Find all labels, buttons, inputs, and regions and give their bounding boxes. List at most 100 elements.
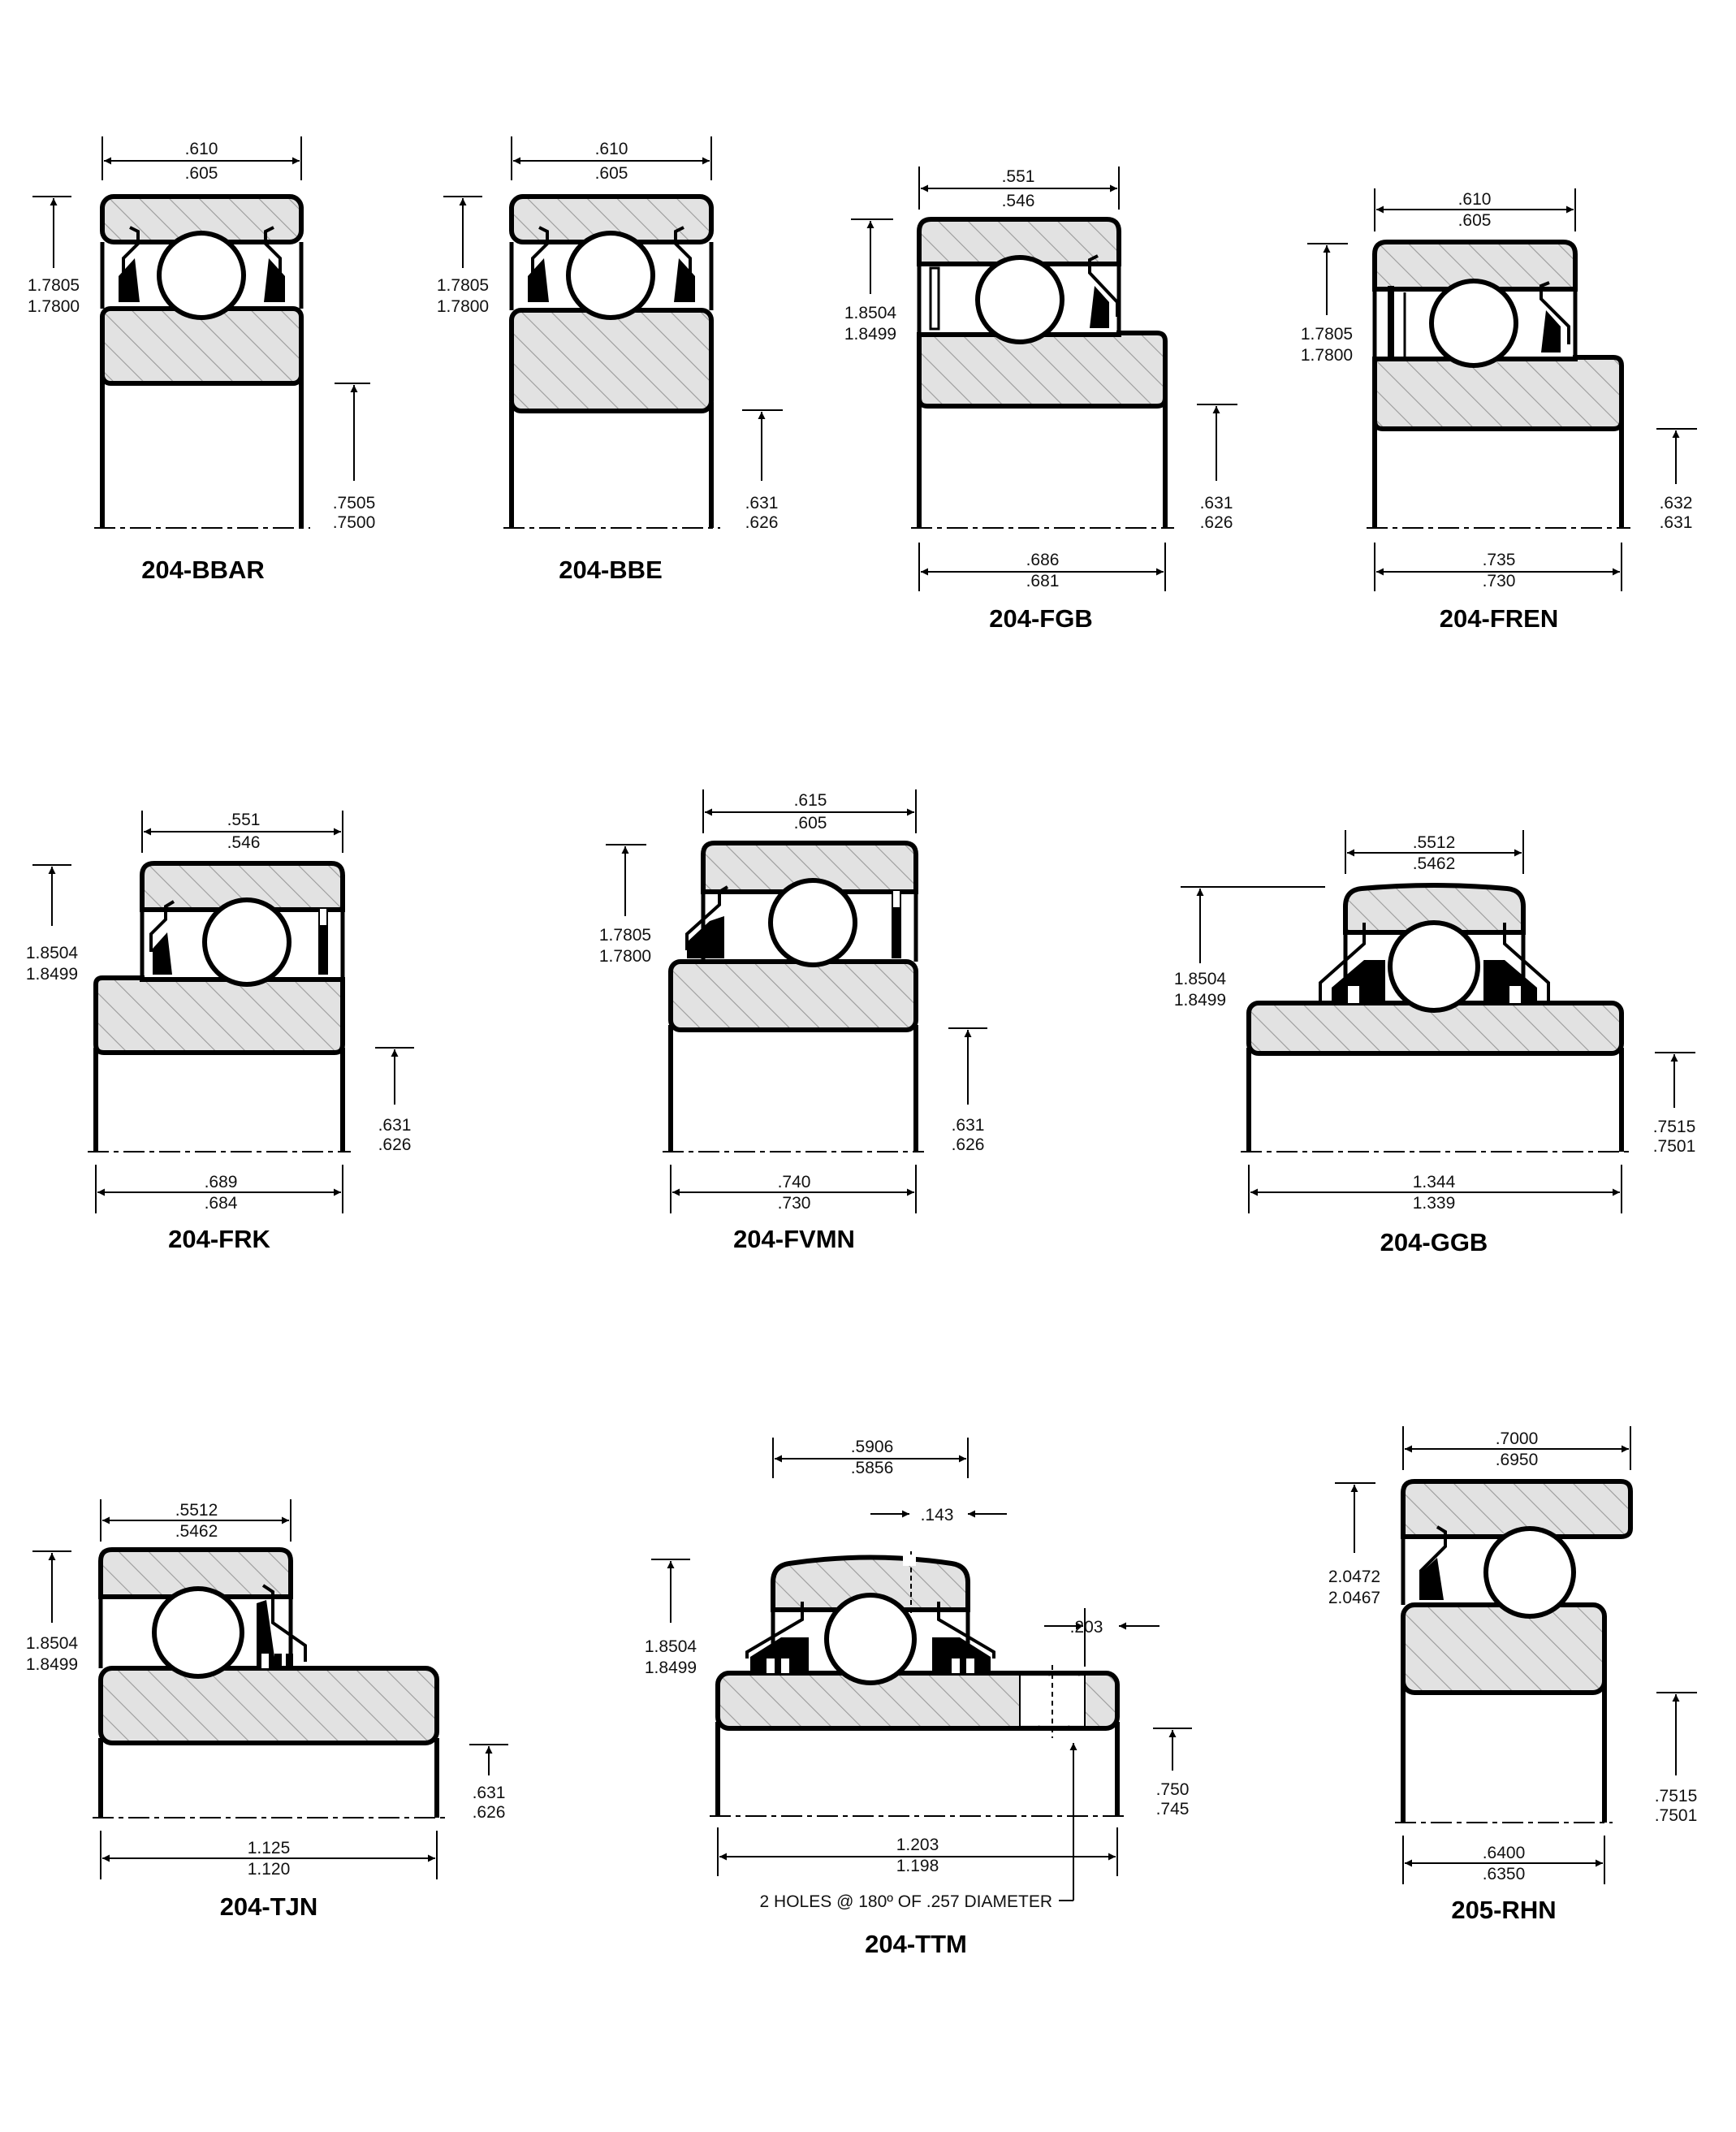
hole-note: 2 HOLES @ 180º OF .257 DIAMETER (760, 1743, 1077, 1911)
bearing-204-ttm: .5906 .5856 .143 .203 1.8504 1.8499 .750… (645, 1438, 1192, 1958)
inner-width-dimension: .6400 .6350 (1402, 1836, 1605, 1884)
bore-min: .626 (745, 513, 779, 532)
inner-width-dimension: .686 .681 (918, 543, 1166, 591)
part-number: 204-TTM (865, 1930, 967, 1958)
bore-dimension: .631 .626 (948, 1027, 987, 1154)
od-min: 1.7800 (599, 947, 651, 966)
cross-section (94, 194, 310, 529)
cross-section (503, 194, 720, 529)
bearing-204-tjn: .5512 .5462 1.8504 1.8499 .631 .626 1.12… (26, 1499, 508, 1921)
width-dimension: .551 .546 (141, 811, 343, 853)
od-dimension: 1.7805 1.7800 (1301, 243, 1353, 365)
inner-width-min: .6350 (1483, 1865, 1526, 1883)
bore-dimension: .7515 .7501 (1653, 1052, 1696, 1156)
bore-dimension: .631 .626 (1197, 404, 1237, 532)
part-number: 204-BBAR (141, 556, 265, 584)
od-max: 1.8504 (1174, 970, 1227, 988)
bore-min: .626 (473, 1803, 506, 1822)
od-max: 1.8504 (844, 304, 897, 322)
cross-section (911, 217, 1174, 529)
inner-width-dimension: 1.344 1.339 (1248, 1165, 1622, 1213)
inner-width-dimension: .740 .730 (670, 1165, 917, 1213)
inner-width-max: .735 (1483, 551, 1516, 569)
part-number: 204-FVMN (733, 1225, 855, 1253)
bearing-204-frk: .551 .546 1.8504 1.8499 .631 .626 .689 .… (26, 811, 414, 1253)
width-dimension: .5512 .5462 (100, 1499, 291, 1542)
od-min: 2.0467 (1328, 1589, 1380, 1607)
bore-min: .745 (1156, 1800, 1190, 1818)
bore-max: .632 (1660, 494, 1693, 512)
cross-section (1367, 240, 1630, 529)
bore-max: .631 (952, 1116, 985, 1135)
bearing-204-fvmn: .615 .605 1.7805 1.7800 .631 .626 .740 .… (599, 789, 987, 1253)
bearing-204-fren: .610 .605 1.7805 1.7800 .632 .631 .735 .… (1301, 188, 1697, 633)
part-number: 205-RHN (1451, 1896, 1556, 1924)
width-min: .5856 (851, 1459, 894, 1477)
width-min: .5462 (175, 1522, 218, 1541)
width-dimension: .610 .605 (101, 136, 302, 183)
od-dimension: 1.8504 1.8499 (645, 1559, 697, 1677)
width-min: .605 (595, 164, 628, 183)
width-max: .5512 (175, 1501, 218, 1520)
cross-section (710, 1551, 1125, 1817)
width-dimension: .551 .546 (918, 166, 1120, 210)
width-dimension: .610 .605 (1374, 188, 1576, 231)
width-max: .5906 (851, 1438, 894, 1456)
part-number: 204-GGB (1380, 1228, 1488, 1256)
od-min: 1.8499 (645, 1658, 697, 1677)
inner-width-dimension: .689 .684 (95, 1165, 343, 1213)
bore-dimension: .632 .631 (1656, 428, 1697, 532)
bore-max: .7515 (1653, 1118, 1696, 1136)
bore-min: .7501 (1655, 1806, 1698, 1825)
width-min: .546 (1002, 192, 1035, 210)
od-max: 1.7805 (437, 276, 489, 295)
cross-section (1395, 1479, 1633, 1823)
inner-width-min: 1.198 (896, 1857, 939, 1875)
inner-width-min: .730 (1483, 572, 1516, 590)
cross-section (93, 1547, 445, 1818)
bore-max: .631 (473, 1784, 506, 1802)
od-max: 1.8504 (26, 1634, 79, 1653)
bore-dimension: .631 .626 (375, 1047, 414, 1154)
width-min: .546 (227, 833, 261, 852)
od-min: 1.8499 (26, 1655, 78, 1674)
od-dimension: 1.7805 1.7800 (28, 196, 80, 316)
width-max: .610 (1458, 190, 1492, 209)
bore-min: .631 (1660, 513, 1693, 532)
width-min: .605 (185, 164, 218, 183)
bore-min: .626 (1200, 513, 1233, 532)
inner-width-min: .681 (1026, 572, 1060, 590)
inner-width-min: .730 (778, 1194, 811, 1213)
part-number: 204-BBE (559, 556, 663, 584)
inner-width-min: .684 (205, 1194, 238, 1213)
bearing-204-bbe: .610 .605 1.7805 1.7800 .631 .626 204-BB… (437, 136, 783, 584)
bore-max: .7505 (333, 494, 376, 512)
width-max: .610 (595, 140, 628, 158)
bore-dimension: .7505 .7500 (333, 383, 376, 532)
bore-dimension: .7515 .7501 (1655, 1692, 1698, 1825)
bearing-204-fgb: .551 .546 1.8504 1.8499 .631 .626 .686 .… (844, 166, 1237, 633)
width-dimension: .7000 .6950 (1402, 1426, 1631, 1470)
cross-section (1241, 883, 1630, 1152)
od-min: 1.7800 (437, 297, 489, 316)
inner-width-max: .689 (205, 1173, 238, 1191)
width-max: .615 (794, 791, 827, 810)
part-number: 204-FGB (989, 604, 1092, 633)
width-min: .6950 (1496, 1451, 1539, 1469)
inner-width-max: .686 (1026, 551, 1060, 569)
od-min: 1.7800 (28, 297, 80, 316)
width-dimension: .5512 .5462 (1345, 830, 1524, 874)
offset-dimension: .143 (870, 1506, 1007, 1524)
width-max: .610 (185, 140, 218, 158)
width-min: .605 (1458, 211, 1492, 230)
hole-offset-dimension: .203 (1044, 1608, 1159, 1667)
inner-width-max: 1.125 (248, 1839, 291, 1857)
bore-max: .750 (1156, 1780, 1190, 1799)
inner-width-dimension: 1.203 1.198 (717, 1827, 1118, 1876)
bearing-204-ggb: .5512 .5462 1.8504 1.8499 .7515 .7501 1.… (1174, 830, 1695, 1256)
bore-min: .626 (952, 1135, 985, 1154)
width-max: .551 (1002, 167, 1035, 186)
bore-dimension: .750 .745 (1153, 1728, 1192, 1818)
od-max: 1.7805 (599, 926, 651, 945)
